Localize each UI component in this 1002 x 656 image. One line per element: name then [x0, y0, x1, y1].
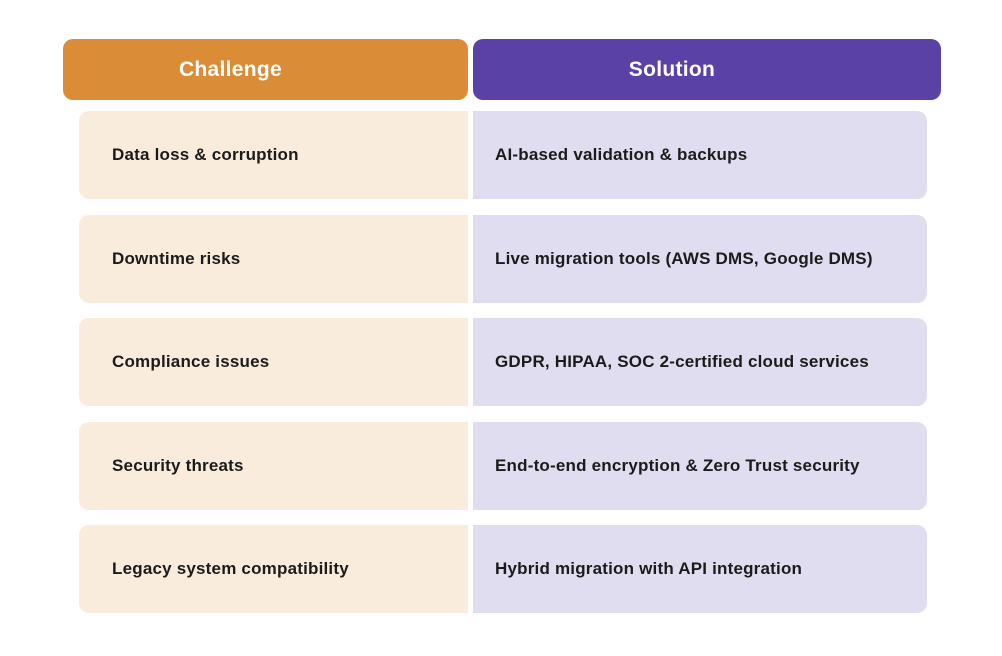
solution-cell: Live migration tools (AWS DMS, Google DM…: [473, 214, 927, 303]
challenge-text: Downtime risks: [112, 248, 241, 268]
table-row: Downtime risks Live migration tools (AWS…: [79, 214, 927, 303]
table-header-row: Challenge Solution: [63, 39, 941, 100]
challenge-column-header: Challenge: [63, 39, 468, 100]
solution-header-label: Solution: [628, 57, 716, 81]
solution-cell: Hybrid migration with API integration: [473, 525, 927, 613]
table-row: Compliance issues GDPR, HIPAA, SOC 2-cer…: [79, 318, 927, 406]
challenge-header-label: Challenge: [178, 57, 283, 81]
solution-text: GDPR, HIPAA, SOC 2-certified cloud servi…: [495, 352, 869, 371]
challenge-cell: Security threats: [79, 421, 468, 510]
challenge-cell: Downtime risks: [79, 214, 468, 303]
solution-text: Hybrid migration with API integration: [495, 559, 803, 578]
table-row: Data loss & corruption AI-based validati…: [79, 111, 927, 199]
solution-cell: GDPR, HIPAA, SOC 2-certified cloud servi…: [473, 318, 927, 406]
solution-text: End-to-end encryption & Zero Trust secur…: [495, 455, 860, 475]
challenge-cell: Legacy system compatibility: [79, 525, 468, 613]
challenge-cell: Compliance issues: [79, 318, 468, 406]
challenge-text: Compliance issues: [112, 352, 270, 371]
challenge-text: Security threats: [112, 455, 244, 475]
solution-cell: AI-based validation & backups: [473, 111, 927, 199]
challenge-cell: Data loss & corruption: [79, 111, 468, 199]
table-row: Security threats End-to-end encryption &…: [79, 421, 927, 510]
solution-text: Live migration tools (AWS DMS, Google DM…: [495, 248, 873, 268]
challenge-text: Data loss & corruption: [112, 145, 299, 164]
solution-column-header: Solution: [473, 39, 941, 100]
solution-text: AI-based validation & backups: [495, 145, 748, 164]
solution-cell: End-to-end encryption & Zero Trust secur…: [473, 421, 927, 510]
table-row: Legacy system compatibility Hybrid migra…: [79, 525, 927, 613]
table-body: Data loss & corruption AI-based validati…: [79, 111, 927, 613]
challenge-text: Legacy system compatibility: [112, 559, 349, 578]
